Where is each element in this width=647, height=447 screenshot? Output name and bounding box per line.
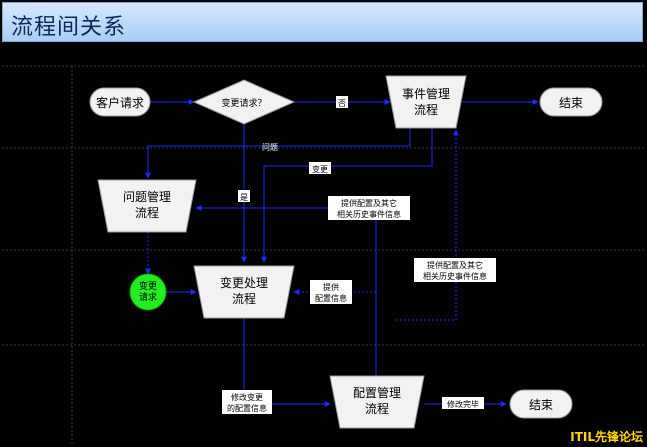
edges bbox=[145, 99, 539, 407]
svg-text:提供配置及其它: 提供配置及其它 bbox=[341, 198, 397, 208]
edge-event-to-change bbox=[261, 128, 433, 263]
node-end-bottom: 结束 bbox=[509, 389, 573, 419]
node-customer-request: 客户请求 bbox=[89, 87, 151, 117]
svg-text:客户请求: 客户请求 bbox=[96, 95, 144, 110]
svg-text:流程: 流程 bbox=[135, 205, 159, 220]
label-yes: 是 bbox=[238, 190, 250, 202]
node-change-process: 变更处理 流程 bbox=[193, 265, 295, 319]
label-modify-change-config: 修改变更 的配置信息 bbox=[222, 390, 272, 414]
watermark-text: ITIL先锋论坛 bbox=[570, 430, 643, 444]
svg-text:修改变更: 修改变更 bbox=[231, 392, 263, 402]
node-problem-management: 问题管理 流程 bbox=[97, 179, 197, 233]
node-configuration-management: 配置管理 流程 bbox=[329, 375, 425, 429]
label-provide-config: 提供 配置信息 bbox=[310, 280, 352, 304]
label-no: 否 bbox=[336, 96, 348, 108]
svg-text:配置管理: 配置管理 bbox=[353, 385, 401, 400]
label-problem: 问题 bbox=[262, 143, 278, 152]
label-provide-config-info-right: 提供配置及其它 相关历史事件信息 bbox=[414, 258, 496, 282]
svg-text:结束: 结束 bbox=[559, 96, 583, 110]
node-event-management: 事件管理 流程 bbox=[385, 75, 467, 129]
edge-labels: 否 问题 是 变更 提供配置及其它 相关历史事件信息 提供配置及其它 相关历 bbox=[222, 96, 496, 414]
node-change-decision: 变更请求？ bbox=[192, 79, 296, 125]
svg-text:流程: 流程 bbox=[365, 401, 389, 416]
svg-text:提供: 提供 bbox=[323, 282, 339, 292]
svg-text:否: 否 bbox=[338, 99, 346, 108]
svg-text:是: 是 bbox=[240, 193, 248, 202]
svg-text:请求: 请求 bbox=[139, 291, 157, 303]
label-modify-done: 修改完毕 bbox=[442, 397, 484, 409]
edge-event-to-problem bbox=[145, 128, 411, 179]
node-end-top: 结束 bbox=[539, 87, 603, 117]
svg-text:相关历史事件信息: 相关历史事件信息 bbox=[423, 271, 487, 281]
node-change-request: 变更 请求 bbox=[129, 273, 167, 311]
label-provide-config-info-top: 提供配置及其它 相关历史事件信息 bbox=[328, 196, 410, 220]
svg-text:结束: 结束 bbox=[529, 398, 553, 412]
edge-config-to-event bbox=[396, 129, 459, 321]
svg-text:流程: 流程 bbox=[414, 102, 438, 117]
svg-text:修改完毕: 修改完毕 bbox=[447, 399, 479, 409]
page-title: 流程间关系 bbox=[11, 15, 127, 40]
swimlanes bbox=[2, 65, 645, 445]
svg-text:问题管理: 问题管理 bbox=[123, 189, 171, 204]
svg-text:变更: 变更 bbox=[312, 164, 328, 174]
svg-text:的配置信息: 的配置信息 bbox=[227, 403, 267, 413]
label-change: 变更 bbox=[309, 162, 331, 174]
svg-text:流程: 流程 bbox=[232, 291, 256, 306]
svg-text:相关历史事件信息: 相关历史事件信息 bbox=[337, 209, 401, 219]
svg-text:配置信息: 配置信息 bbox=[315, 293, 347, 303]
svg-text:变更处理: 变更处理 bbox=[220, 275, 268, 290]
title-bar: 流程间关系 bbox=[2, 2, 643, 42]
svg-text:事件管理: 事件管理 bbox=[402, 86, 450, 101]
svg-text:变更请求？: 变更请求？ bbox=[221, 97, 266, 109]
svg-text:问题: 问题 bbox=[262, 143, 278, 152]
svg-text:提供配置及其它: 提供配置及其它 bbox=[427, 260, 483, 270]
svg-text:变更: 变更 bbox=[139, 280, 157, 292]
